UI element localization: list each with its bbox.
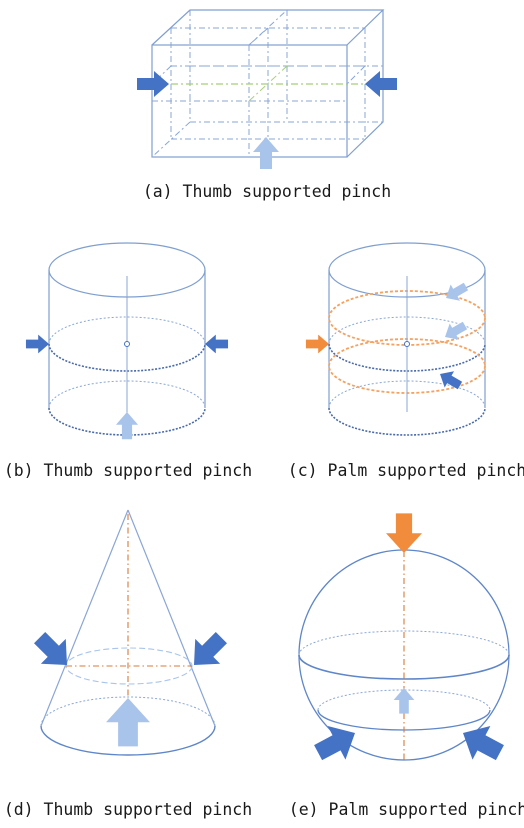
- arrow-diag-up-right-icon: [309, 716, 364, 770]
- cone-outline: [40, 509, 216, 727]
- arrow-down-orange-icon: [386, 513, 422, 553]
- panel-d-cone-diagram: [27, 509, 234, 756]
- arrow-left-icon: [365, 71, 397, 97]
- arrow-left-icon: [205, 334, 229, 354]
- arrow-right-orange-icon: [305, 334, 329, 354]
- caption-a: (a) Thumb supported pinch: [143, 182, 391, 201]
- arrow-right-icon: [25, 334, 49, 354]
- arrow-diag-left-icon: [181, 625, 234, 678]
- arrow-diag-dark-icon: [435, 365, 465, 394]
- arrow-diag-light-icon: [441, 278, 471, 307]
- arrow-right-icon: [137, 71, 169, 97]
- panel-a-box-diagram: [137, 9, 397, 169]
- panel-e-sphere-diagram: [298, 513, 510, 770]
- arrow-up-icon: [253, 137, 279, 169]
- panel-c-cylinder-diagram: [305, 242, 486, 436]
- caption-d: (d) Thumb supported pinch: [4, 800, 252, 819]
- arrow-up-light-icon: [393, 688, 415, 714]
- caption-b: (b) Thumb supported pinch: [4, 461, 252, 480]
- caption-e: (e) Palm supported pinch: [289, 800, 524, 819]
- arrow-diag-light-icon: [440, 317, 470, 346]
- panel-b-cylinder-diagram: [25, 242, 229, 440]
- arrow-up-icon: [106, 698, 150, 747]
- caption-c: (c) Palm supported pinch: [288, 461, 524, 480]
